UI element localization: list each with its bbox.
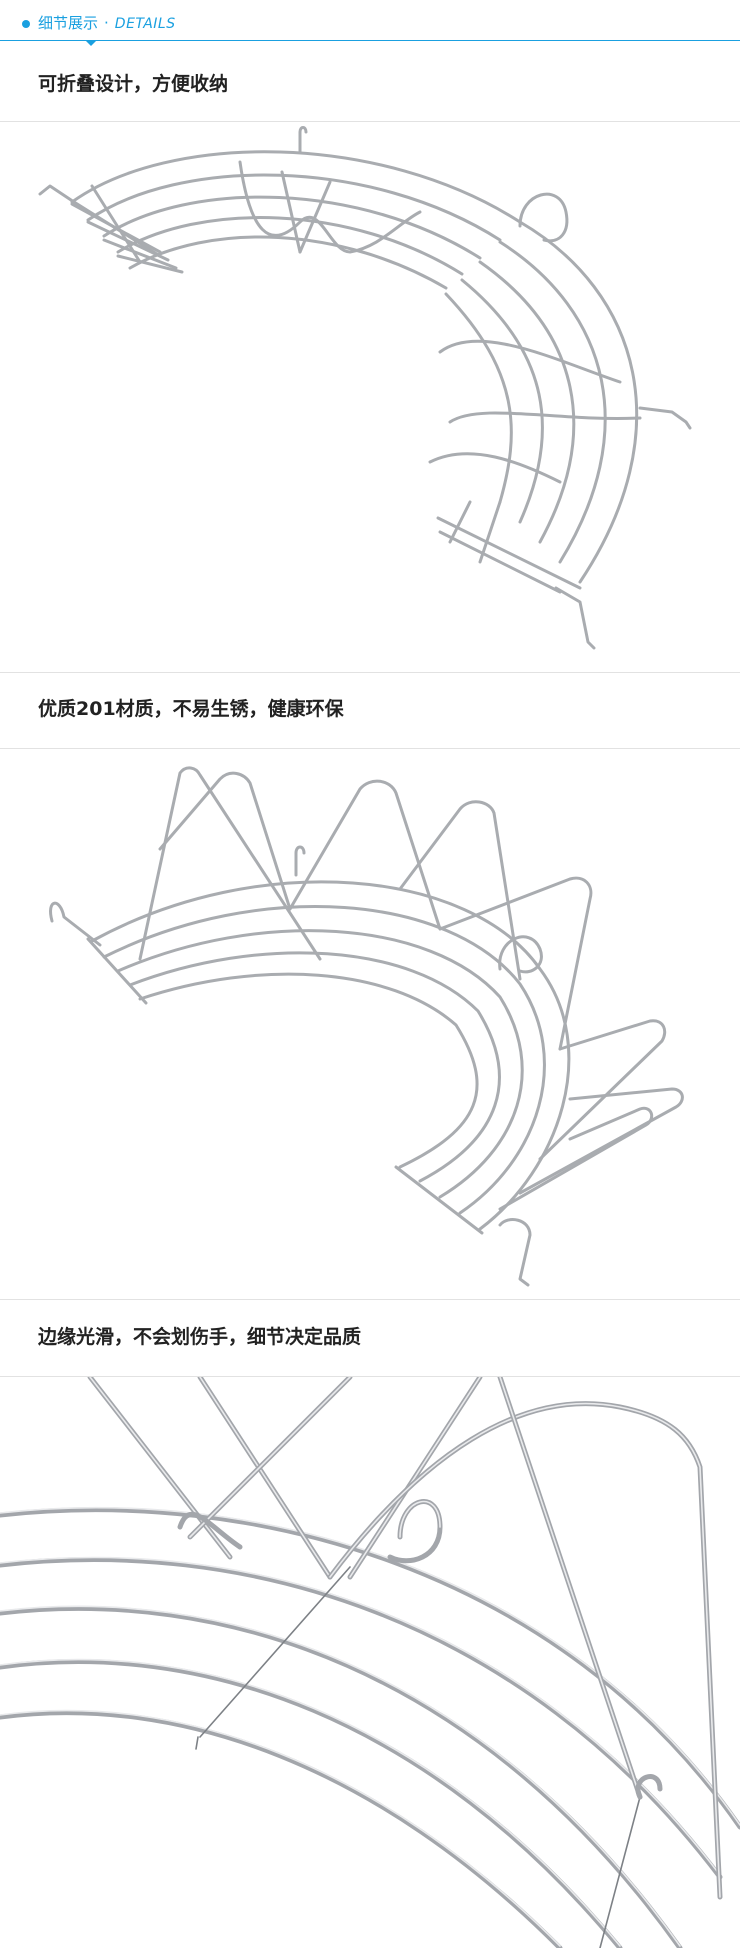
header-divider <box>0 40 740 41</box>
folding-rack-illustration <box>38 126 692 650</box>
wire-closeup-illustration <box>0 1377 740 1948</box>
section-title-cn: 细节展示 <box>38 14 99 32</box>
section-title: 细节展示 · DETAILS <box>38 13 176 34</box>
bullet-dot-icon <box>22 20 30 28</box>
caption-smooth-edge: 边缘光滑，不会划伤手，细节决定品质 <box>38 1326 362 1348</box>
caption-foldable: 可折叠设计，方便收纳 <box>38 73 229 95</box>
header-notch-icon <box>86 41 96 46</box>
caption-material: 优质201材质，不易生锈，健康环保 <box>38 698 344 720</box>
unfolded-rack-illustration <box>49 766 684 1287</box>
unfolded-rack-photo <box>0 748 740 1300</box>
folding-rack-photo <box>0 121 740 673</box>
section-title-en: DETAILS <box>114 16 176 32</box>
title-separator: · <box>104 14 109 32</box>
wire-closeup-photo <box>0 1376 740 1948</box>
section-header: 细节展示 · DETAILS <box>0 0 740 46</box>
